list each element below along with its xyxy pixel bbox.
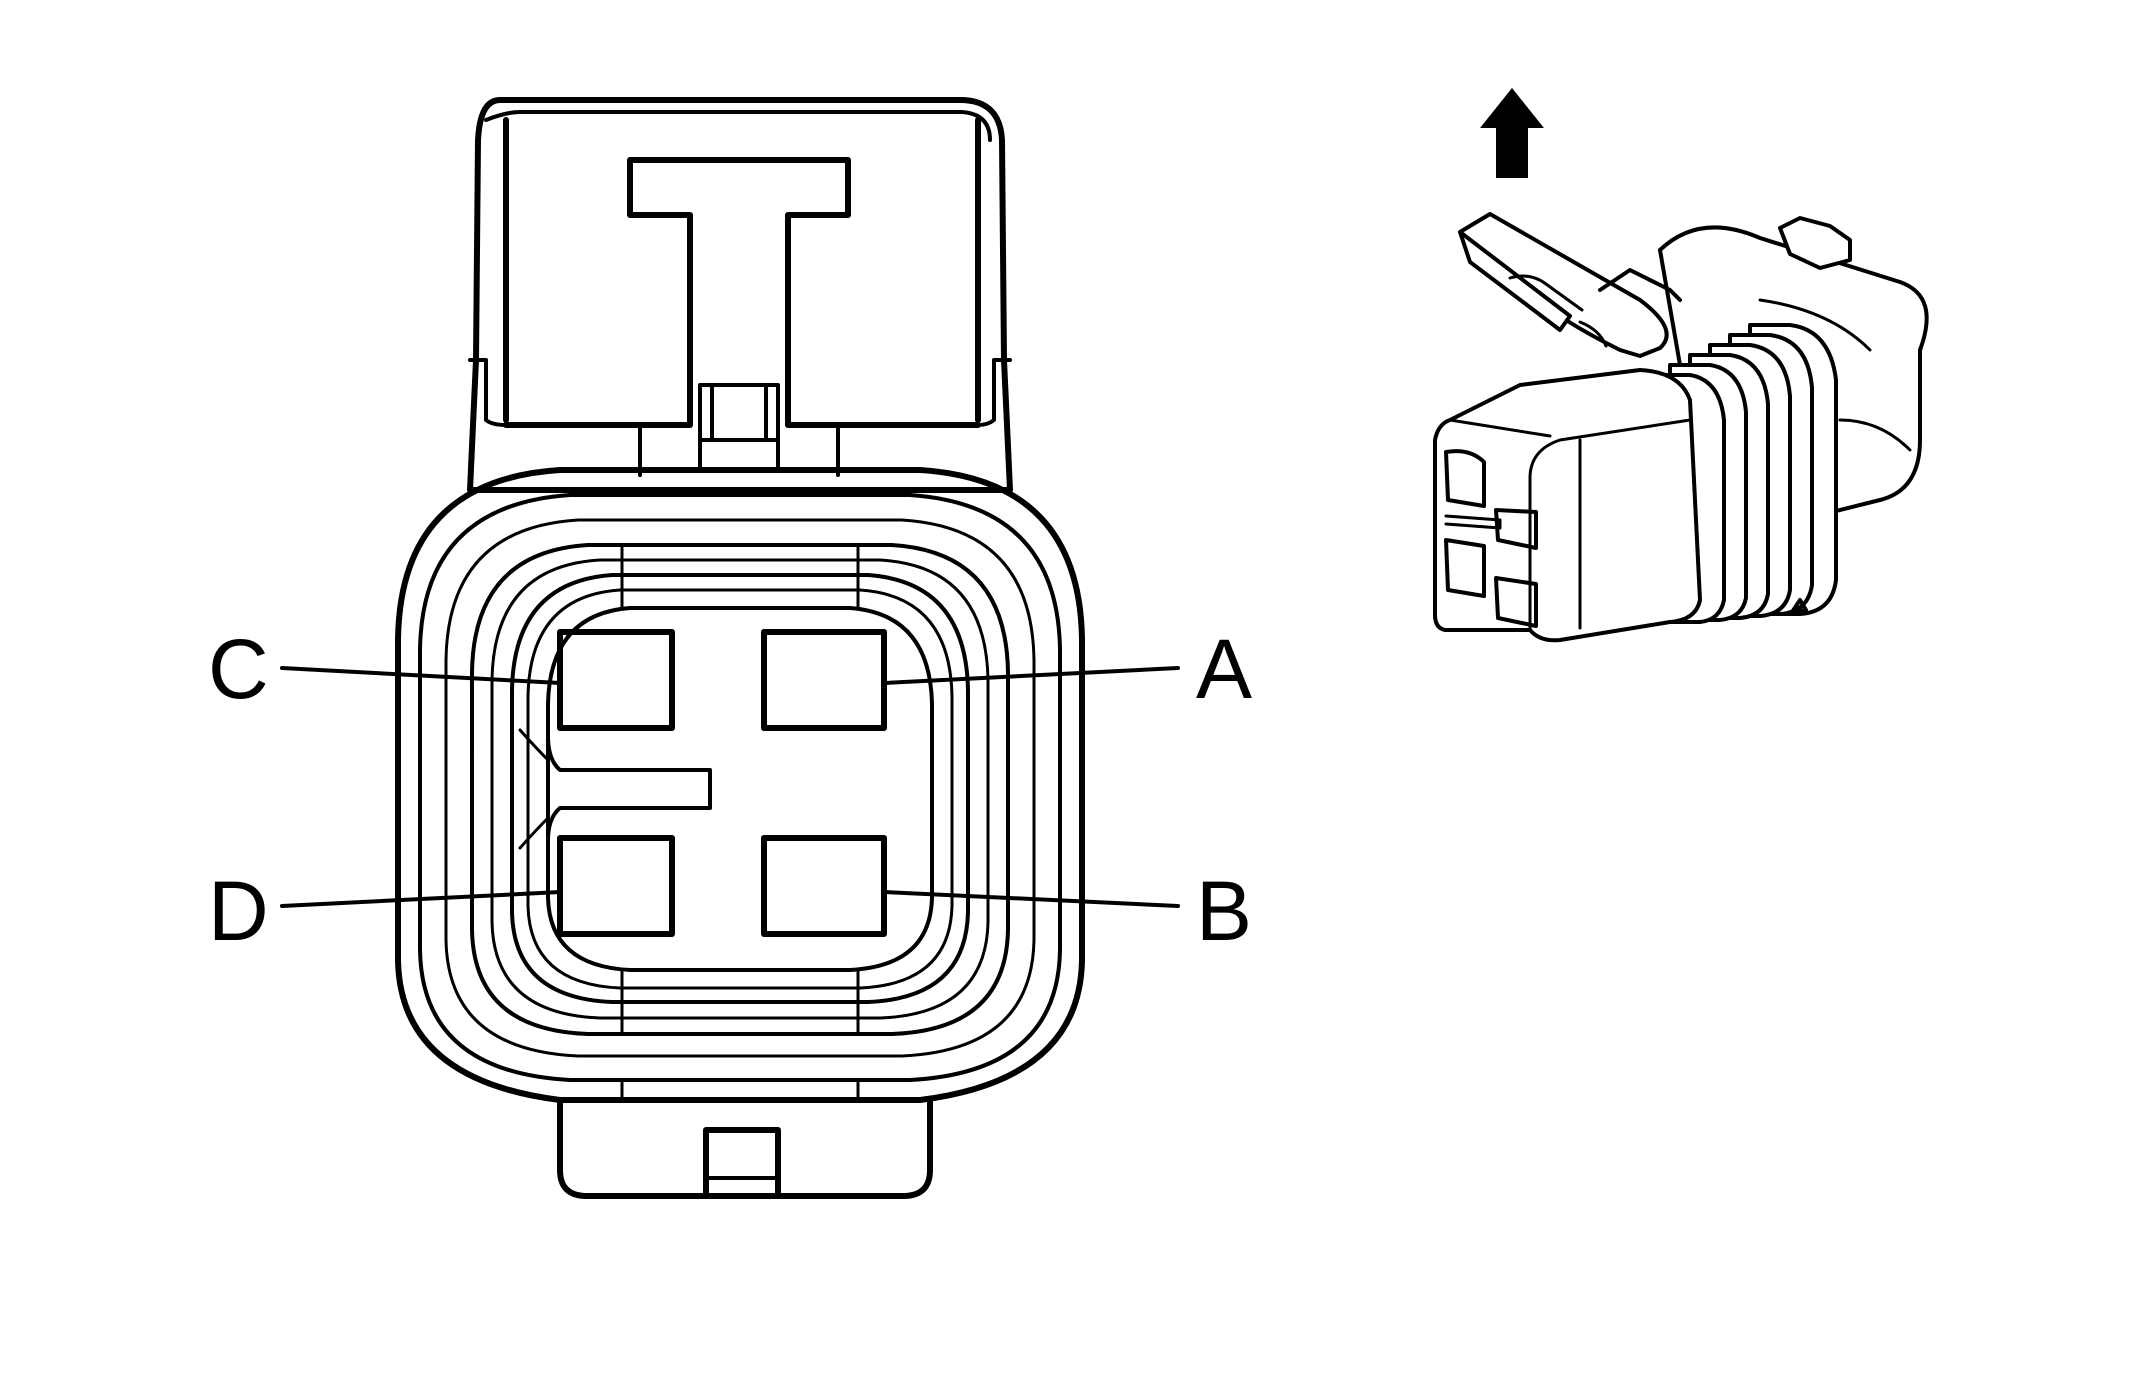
pin-cavity-c <box>557 629 675 731</box>
pin-label-d: D <box>208 864 269 958</box>
pin-label-c: C <box>208 622 269 716</box>
pin-cavity-d <box>557 835 675 937</box>
leader-line-c <box>280 666 562 685</box>
connector-front-view: A B C D <box>208 97 1252 1199</box>
iso-pin-cavities <box>1444 449 1538 628</box>
bottom-lock-tab <box>557 1097 933 1199</box>
pin-cavity-b <box>761 835 887 937</box>
latch-housing <box>467 97 1013 493</box>
pin-label-b: B <box>1196 864 1252 958</box>
pin-label-a: A <box>1196 622 1252 716</box>
leader-line-a <box>882 666 1180 685</box>
connector-body <box>395 467 1085 1103</box>
pin-cavity-a <box>761 629 887 731</box>
up-arrow-icon <box>1480 88 1544 178</box>
connector-isometric-view <box>1433 88 1929 643</box>
front-housing <box>1433 368 1702 643</box>
latch-lever <box>1458 212 1852 358</box>
leader-line-d <box>280 890 562 908</box>
leader-line-b <box>882 890 1180 908</box>
